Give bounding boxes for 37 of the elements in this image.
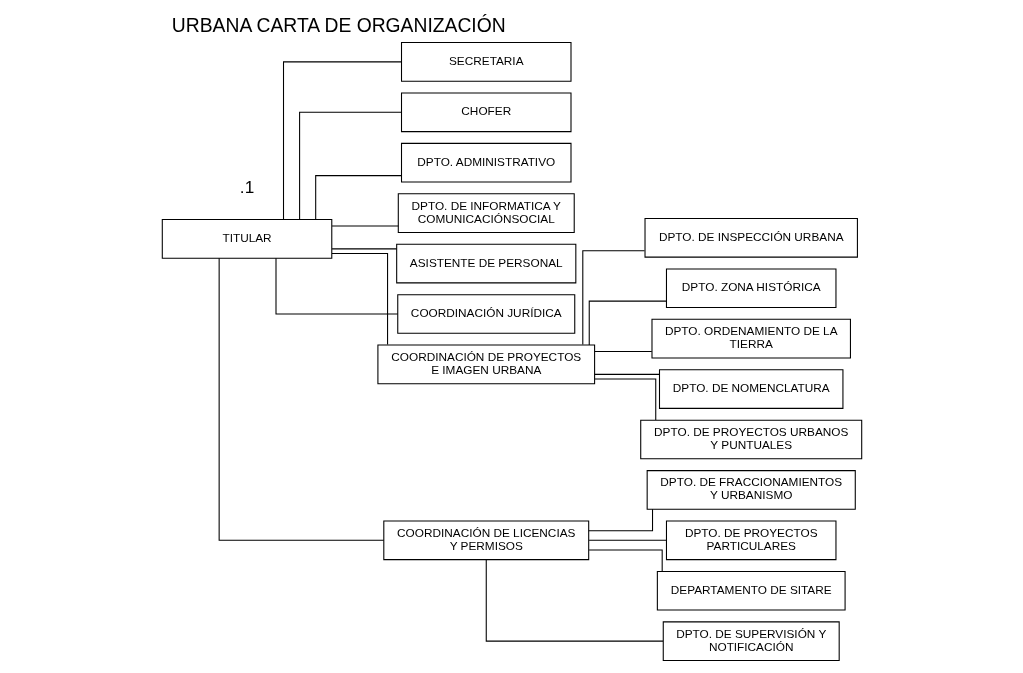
connector: [274, 257, 398, 315]
node-box: TITULAR: [161, 219, 332, 259]
connector: [581, 250, 645, 346]
node-box: DPTO. DE PROYECTOS PARTICULARES: [665, 520, 836, 561]
connector: [593, 373, 660, 375]
node-box: DPTO. DE FRACCIONAMIENTOS Y URBANISMO: [646, 470, 856, 510]
connector: [588, 549, 663, 572]
connector: [485, 559, 664, 642]
connector: [298, 111, 402, 220]
node-box: DPTO. DE NOMENCLATURA: [658, 369, 843, 409]
connector: [594, 378, 656, 421]
connector: [282, 61, 402, 220]
node-box: DPTO. DE INFORMATICA Y COMUNICACIÓNSOCIAL: [397, 193, 575, 233]
node-box: CHOFER: [400, 92, 572, 133]
label: .1: [239, 176, 254, 197]
connector: [314, 175, 402, 221]
node-box: ASISTENTE DE PERSONAL: [395, 243, 576, 284]
node-box: DEPARTAMENTO DE SITARE: [656, 570, 846, 611]
node-box: COORDINACIÓN DE PROYECTOS E IMAGEN URBANA: [376, 344, 595, 385]
node-box: DPTO. DE INSPECCIÓN URBANA: [644, 217, 858, 258]
connector: [218, 257, 384, 541]
node-box: SECRETARIA: [400, 42, 572, 82]
connector: [331, 248, 397, 250]
node-box: DPTO. ZONA HISTÓRICA: [665, 268, 836, 309]
diagram-title: URBANA CARTA DE ORGANIZACIÓN: [171, 15, 506, 37]
connector: [593, 351, 652, 353]
connector: [331, 253, 388, 346]
node-box: DPTO. ORDENAMIENTO DE LA TIERRA: [650, 318, 851, 359]
connector: [588, 300, 667, 346]
node-box: DPTO. DE PROYECTOS URBANOS Y PUNTUALES: [639, 419, 862, 460]
node-box: DPTO. ADMINISTRATIVO: [400, 142, 572, 183]
connector: [588, 539, 667, 541]
node-box: DPTO. DE SUPERVISIÓN Y NOTIFICACIÓN: [662, 621, 840, 661]
connector: [587, 508, 653, 532]
node-box: COORDINACIÓN DE LICENCIAS Y PERMISOS: [382, 520, 589, 561]
node-box: COORDINACIÓN JURÍDICA: [396, 294, 575, 334]
connector: [331, 225, 399, 227]
